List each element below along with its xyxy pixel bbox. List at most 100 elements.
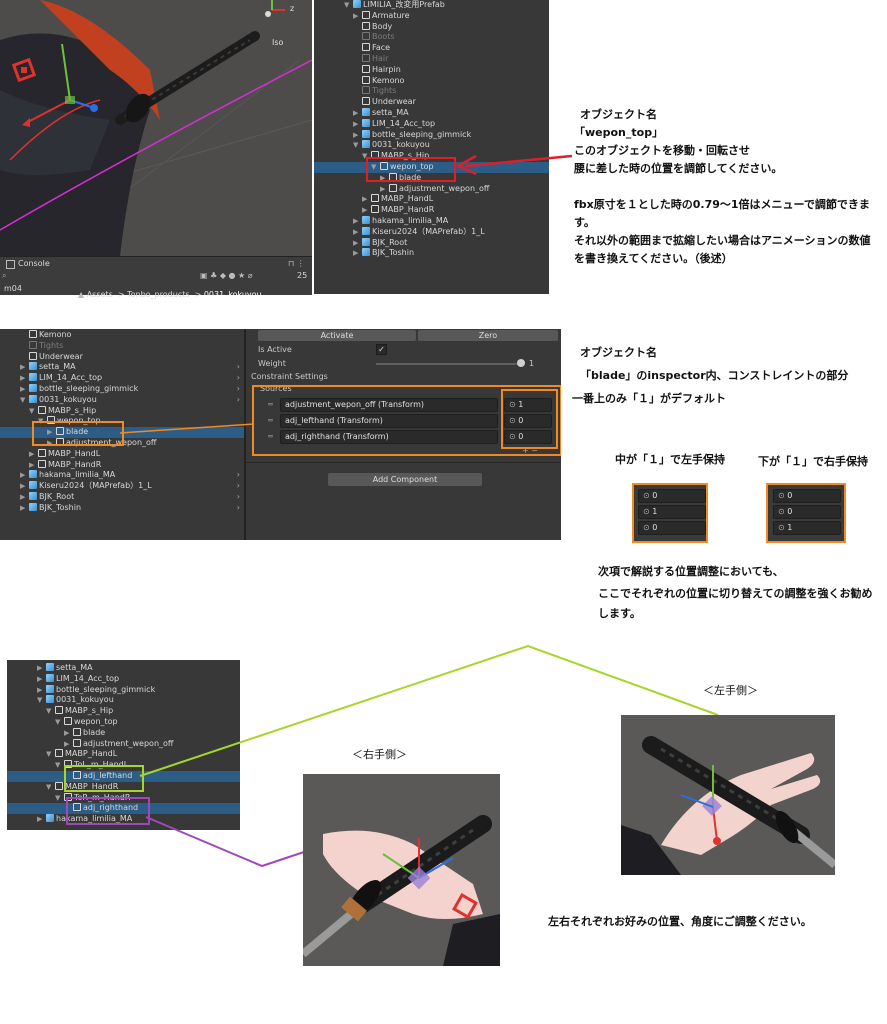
expand-right-icon[interactable]: ▶ xyxy=(353,217,359,225)
hierarchy-item[interactable]: Hair xyxy=(314,54,549,65)
hierarchy-item[interactable]: ▶MABP_HandL xyxy=(0,448,244,460)
hierarchy-item[interactable]: ▶bottle_sleeping_gimmick xyxy=(7,684,240,696)
expand-down-icon[interactable]: ▼ xyxy=(362,152,368,161)
hierarchy-item[interactable]: ▶hakama_limilia_MA› xyxy=(0,470,244,481)
drag-handle-icon[interactable]: ═ xyxy=(268,400,273,409)
hierarchy-item[interactable]: ▼wepon_top xyxy=(314,162,549,173)
expand-right-icon[interactable]: ▶ xyxy=(20,471,26,480)
expand-right-icon[interactable]: ▶ xyxy=(20,482,26,491)
hierarchy-item[interactable]: ▶LIM_14_Acc_top› xyxy=(0,373,244,384)
chevron-right-icon[interactable]: › xyxy=(236,492,240,501)
breadcrumb-item[interactable]: 0031_kokuyou xyxy=(203,290,262,299)
expand-right-icon[interactable]: ▶ xyxy=(362,206,368,215)
hierarchy-item[interactable]: ▼wepon_top xyxy=(7,717,240,728)
hierarchy-item[interactable]: ▶MABP_HandR xyxy=(0,459,244,471)
expand-right-icon[interactable]: ▶ xyxy=(37,685,43,694)
hierarchy-item[interactable]: ▶bottle_sleeping_gimmick xyxy=(314,129,549,141)
console-tab[interactable]: Console xyxy=(18,259,50,268)
hierarchy-item[interactable]: ▶Armature xyxy=(314,10,549,22)
hierarchy-item[interactable]: ▶BJK_Toshin› xyxy=(0,502,244,514)
weight-slider[interactable] xyxy=(376,363,522,365)
expand-down-icon[interactable]: ▼ xyxy=(46,750,52,759)
zero-button[interactable]: Zero xyxy=(418,330,558,341)
hierarchy-item[interactable]: ▶LIM_14_Acc_top xyxy=(7,673,240,685)
expand-right-icon[interactable]: ▶ xyxy=(353,249,359,258)
hierarchy-item[interactable]: ▶BJK_Root xyxy=(314,237,549,249)
hierarchy-item[interactable]: Underwear xyxy=(0,351,244,363)
hierarchy-item[interactable]: ▶hakama_limilia_MA xyxy=(7,814,240,825)
drag-handle-icon[interactable]: ═ xyxy=(268,416,273,425)
expand-right-icon[interactable]: ▶ xyxy=(353,109,359,117)
hierarchy-item[interactable]: ▶BJK_Toshin xyxy=(314,248,549,259)
expand-right-icon[interactable]: ▶ xyxy=(20,493,26,501)
expand-right-icon[interactable]: ▶ xyxy=(353,238,359,247)
expand-right-icon[interactable]: ▶ xyxy=(20,385,26,393)
chevron-right-icon[interactable]: › xyxy=(236,394,240,404)
expand-right-icon[interactable]: ▶ xyxy=(353,119,359,128)
hierarchy-item[interactable]: ▼MABP_s_Hip xyxy=(7,706,240,717)
hierarchy-item[interactable]: ▶setta_MA xyxy=(7,663,240,674)
expand-down-icon[interactable]: ▼ xyxy=(344,1,350,9)
expand-right-icon[interactable]: ▶ xyxy=(353,11,359,20)
list-add-button[interactable]: + − xyxy=(522,446,538,455)
chevron-right-icon[interactable]: › xyxy=(236,373,240,383)
hierarchy-item[interactable]: ▼0031_kokuyou xyxy=(314,140,549,151)
expand-right-icon[interactable]: ▶ xyxy=(20,363,26,372)
hierarchy-item[interactable]: ▶bottle_sleeping_gimmick› xyxy=(0,384,244,395)
search-icon[interactable]: ⌕ xyxy=(2,271,7,280)
hierarchy-item[interactable]: ▼MABP_HandL xyxy=(7,749,240,760)
expand-right-icon[interactable]: ▶ xyxy=(380,184,386,193)
hierarchy-item[interactable]: ▶MABP_HandL xyxy=(314,194,549,205)
activate-button[interactable]: Activate xyxy=(258,330,416,341)
expand-right-icon[interactable]: ▶ xyxy=(37,674,43,683)
expand-right-icon[interactable]: ▶ xyxy=(37,815,43,824)
drag-handle-icon[interactable]: ═ xyxy=(268,432,273,441)
hierarchy-item[interactable]: Hairpin xyxy=(314,64,549,76)
constraint-settings-label[interactable]: Constraint Settings xyxy=(251,372,328,381)
hierarchy-item[interactable]: ▶Kiseru2024（MAPrefab）1_L› xyxy=(0,481,244,492)
hierarchy-item[interactable]: ▶LIM_14_Acc_top xyxy=(314,118,549,130)
hierarchy-item[interactable]: ▶blade xyxy=(7,727,240,739)
hierarchy-item[interactable]: ▶adjustment_wepon_off xyxy=(7,738,240,750)
lock-icon[interactable]: ⊓ ⋮ xyxy=(288,259,305,268)
hierarchy-item[interactable]: ▼ToL_m_HandL xyxy=(7,760,240,771)
expand-right-icon[interactable]: ▶ xyxy=(362,195,368,204)
hierarchy-item[interactable]: ▶adjustment_wepon_off xyxy=(314,183,549,195)
chevron-right-icon[interactable]: › xyxy=(236,384,240,393)
hierarchy-item[interactable]: ▼0031_kokuyou xyxy=(7,695,240,706)
iso-label[interactable]: Iso xyxy=(272,38,284,47)
expand-right-icon[interactable]: ▶ xyxy=(353,130,359,139)
expand-right-icon[interactable]: ▶ xyxy=(29,460,35,469)
hierarchy-item[interactable]: adj_righthand xyxy=(7,803,240,815)
hierarchy-item[interactable]: ▶MABP_HandR xyxy=(314,205,549,216)
hierarchy-item[interactable]: ▶setta_MA xyxy=(314,108,549,119)
source-weight-field[interactable]: ⊙ 0 xyxy=(504,430,552,444)
hierarchy-item[interactable]: ▶hakama_limilia_MA xyxy=(314,216,549,227)
toolbar-icons[interactable]: ▣ ♣ ◆ ● ★ ⌀ xyxy=(200,271,253,280)
scene-view[interactable]: Iso z xyxy=(0,0,312,256)
hierarchy-item[interactable]: Tights xyxy=(0,340,244,352)
expand-down-icon[interactable]: ▼ xyxy=(46,707,52,716)
expand-down-icon[interactable]: ▼ xyxy=(55,718,61,726)
weight-value[interactable]: 1 xyxy=(529,359,535,368)
source-object-field[interactable]: adjustment_wepon_off (Transform) xyxy=(280,398,498,412)
hierarchy-item[interactable]: Tights xyxy=(314,86,549,97)
chevron-right-icon[interactable]: › xyxy=(236,470,240,480)
hierarchy-item[interactable]: ▼MABP_s_Hip xyxy=(0,405,244,417)
hierarchy-item[interactable]: adj_lefthand xyxy=(7,771,240,782)
hierarchy-item[interactable]: ▶BJK_Root› xyxy=(0,492,244,503)
chevron-right-icon[interactable]: › xyxy=(236,481,240,491)
expand-right-icon[interactable]: ▶ xyxy=(47,428,53,437)
expand-right-icon[interactable]: ▶ xyxy=(64,739,70,748)
expand-right-icon[interactable]: ▶ xyxy=(64,728,70,737)
source-object-field[interactable]: adj_righthand (Transform) xyxy=(280,430,498,444)
expand-right-icon[interactable]: ▶ xyxy=(37,664,43,672)
sources-label[interactable]: Sources xyxy=(260,384,292,393)
source-weight-field[interactable]: ⊙ 0 xyxy=(504,414,552,428)
is-active-checkbox[interactable]: ✓ xyxy=(376,344,387,355)
hierarchy-item[interactable]: Boots xyxy=(314,32,549,43)
hierarchy-item[interactable]: ▶setta_MA› xyxy=(0,362,244,373)
expand-right-icon[interactable]: ▶ xyxy=(47,439,53,447)
expand-down-icon[interactable]: ▼ xyxy=(20,395,26,404)
hierarchy-item[interactable]: ▶Kiseru2024（MAPrefab）1_L xyxy=(314,226,549,238)
